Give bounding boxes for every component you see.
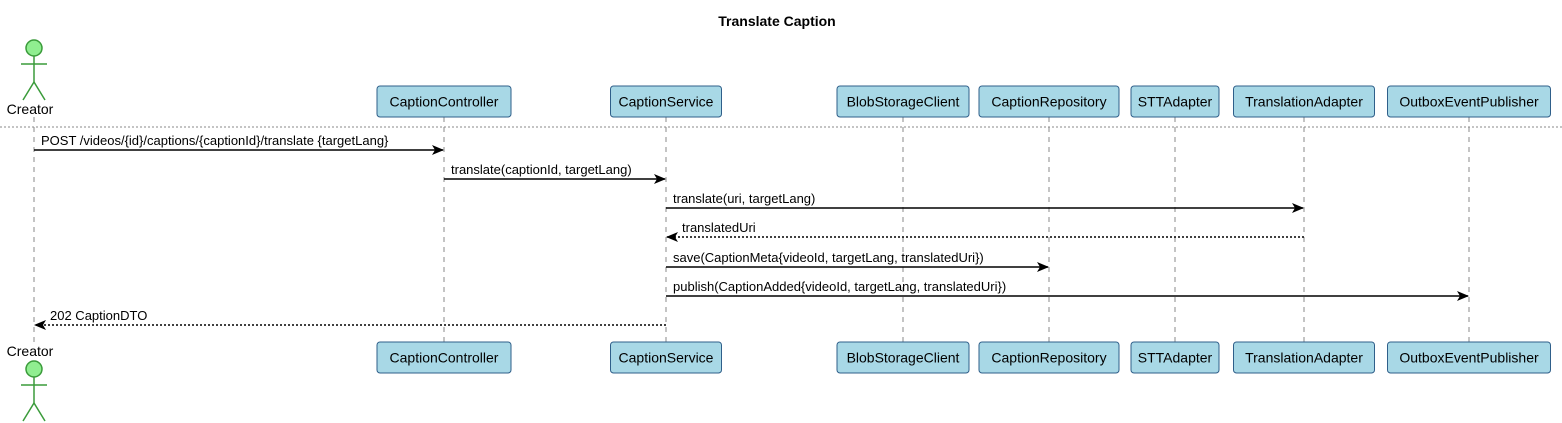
message-5: save(CaptionMeta{videoId, targetLang, tr…	[666, 250, 1049, 272]
participant-label: BlobStorageClient	[847, 350, 960, 366]
participant-label: OutboxEventPublisher	[1399, 350, 1539, 366]
stick-figure-icon-top	[21, 39, 47, 101]
participant-caption-controller-top: CaptionController	[376, 85, 512, 118]
message-3: translate(uri, targetLang)	[666, 191, 1304, 213]
message-label: translatedUri	[682, 220, 756, 235]
message-6: publish(CaptionAdded{videoId, targetLang…	[666, 279, 1469, 301]
message-1: POST /videos/{id}/captions/{captionId}/t…	[34, 133, 444, 155]
participant-outbox-event-publisher-bottom: OutboxEventPublisher	[1387, 341, 1551, 374]
message-4: translatedUri	[666, 220, 1304, 242]
message-label: translate(captionId, targetLang)	[451, 162, 632, 177]
messages: POST /videos/{id}/captions/{captionId}/t…	[34, 133, 1469, 330]
participant-caption-service-top: CaptionService	[610, 85, 722, 118]
participant-label: CaptionRepository	[991, 350, 1106, 366]
participant-sttadapter-bottom: STTAdapter	[1130, 341, 1220, 374]
participant-blob-storage-client-top: BlobStorageClient	[836, 85, 970, 118]
participant-translation-adapter-top: TranslationAdapter	[1233, 85, 1375, 118]
participant-caption-repository-bottom: CaptionRepository	[978, 341, 1120, 374]
message-2: translate(captionId, targetLang)	[444, 162, 666, 184]
participant-label: CaptionService	[619, 94, 714, 110]
actor-bottom: Creator	[7, 343, 54, 422]
participant-outbox-event-publisher-top: OutboxEventPublisher	[1387, 85, 1551, 118]
message-label: publish(CaptionAdded{videoId, targetLang…	[673, 279, 1006, 294]
participant-label: TranslationAdapter	[1245, 94, 1363, 110]
participant-label: CaptionService	[619, 350, 714, 366]
message-label: translate(uri, targetLang)	[673, 191, 815, 206]
participant-label: STTAdapter	[1138, 350, 1213, 366]
participant-translation-adapter-bottom: TranslationAdapter	[1233, 341, 1375, 374]
message-7: 202 CaptionDTO	[34, 308, 666, 330]
actor-top: Creator	[7, 39, 54, 117]
actor-label-top: Creator	[7, 101, 54, 117]
participant-label: CaptionRepository	[991, 94, 1106, 110]
participant-caption-repository-top: CaptionRepository	[978, 85, 1120, 118]
participant-label: TranslationAdapter	[1245, 350, 1363, 366]
participant-caption-service-bottom: CaptionService	[610, 341, 722, 374]
participant-label: BlobStorageClient	[847, 94, 960, 110]
message-label: POST /videos/{id}/captions/{captionId}/t…	[41, 133, 389, 148]
stick-figure-icon-bottom	[21, 360, 47, 422]
participant-label: STTAdapter	[1138, 94, 1213, 110]
participants: CreatorCreatorCaptionControllerCaptionCo…	[7, 39, 1551, 422]
participant-label: CaptionController	[390, 350, 499, 366]
participant-caption-controller-bottom: CaptionController	[376, 341, 512, 374]
participant-label: OutboxEventPublisher	[1399, 94, 1539, 110]
actor-label-bottom: Creator	[7, 343, 54, 359]
diagram-title: Translate Caption	[718, 13, 835, 29]
participant-label: CaptionController	[390, 94, 499, 110]
message-label: save(CaptionMeta{videoId, targetLang, tr…	[673, 250, 984, 265]
message-label: 202 CaptionDTO	[50, 308, 147, 323]
lifelines	[33, 117, 1470, 342]
participant-blob-storage-client-bottom: BlobStorageClient	[836, 341, 970, 374]
participant-sttadapter-top: STTAdapter	[1130, 85, 1220, 118]
